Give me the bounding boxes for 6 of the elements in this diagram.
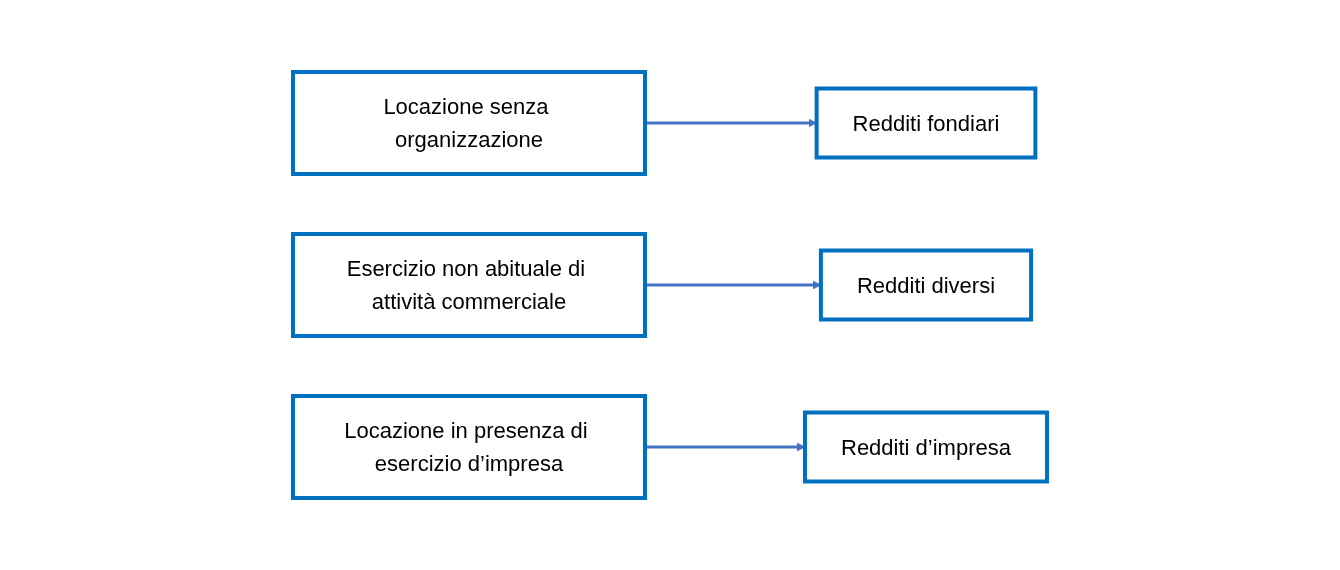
node-box: Locazione senza organizzazione (291, 70, 647, 176)
node-box: Esercizio non abituale di attività commerciale (291, 232, 647, 338)
node-box: Redditi diversi (818, 248, 1034, 322)
node-box: Redditi d’impresa (803, 410, 1049, 484)
node-box: Redditi fondiari (814, 86, 1038, 160)
node-box: Locazione in presenza di esercizio d’impresa (291, 394, 647, 500)
